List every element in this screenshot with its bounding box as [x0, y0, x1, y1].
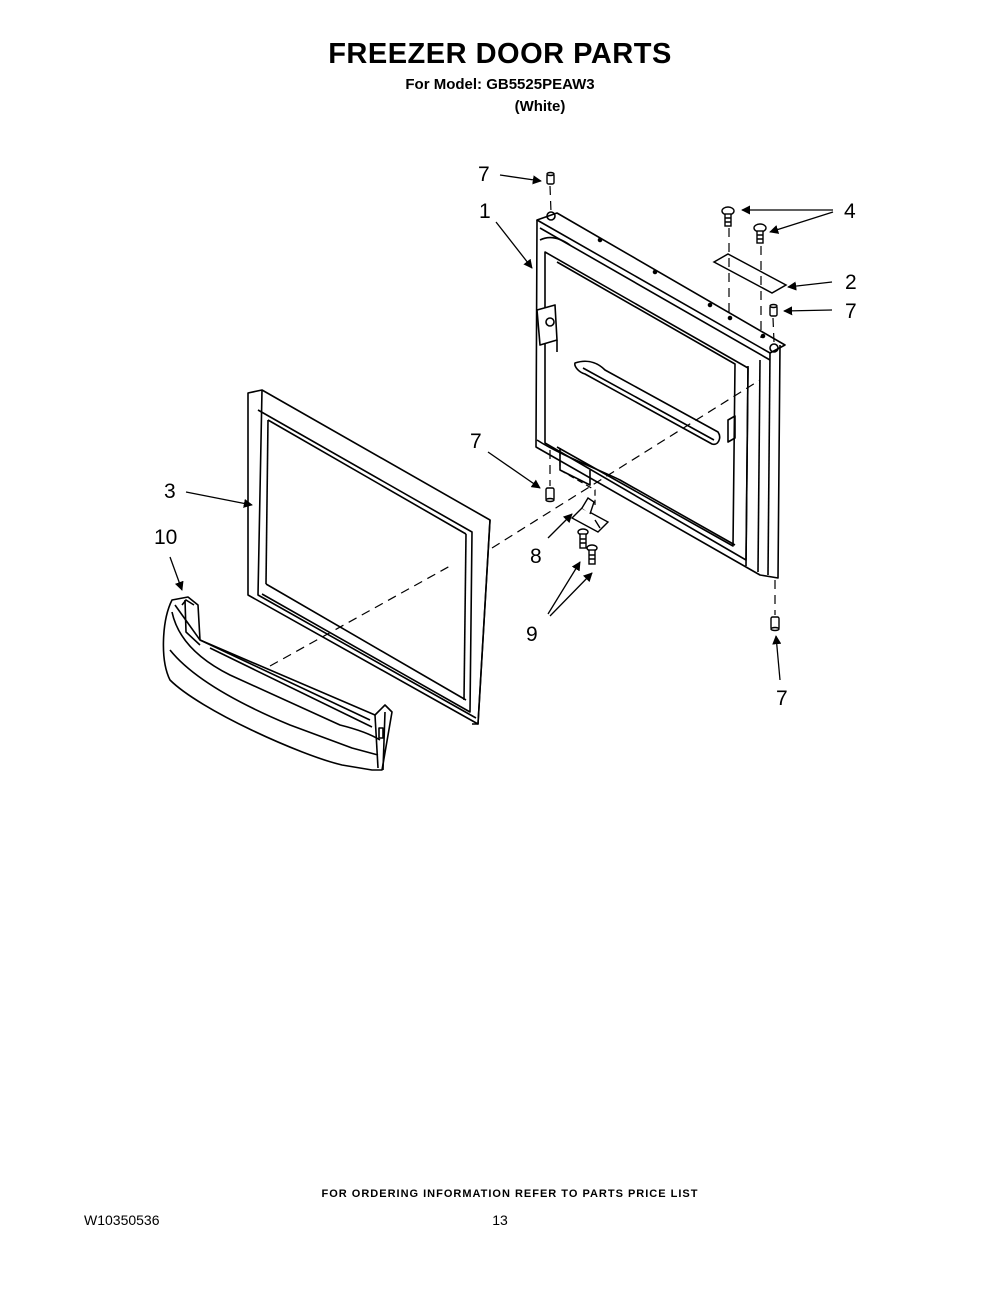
hinge-bolts-part	[577, 528, 598, 565]
callout-3: 3	[164, 480, 176, 503]
freezer-door-part	[535, 211, 786, 579]
callout-1: 1	[479, 200, 491, 223]
callout-7-right: 7	[845, 300, 857, 323]
assembly-guide-lines	[269, 185, 776, 667]
callout-7-middle: 7	[470, 430, 482, 453]
page-title: FREEZER DOOR PARTS	[328, 38, 672, 70]
page-number: 13	[492, 1212, 508, 1228]
hinge-cover-part	[712, 253, 788, 294]
hinge-screws-part	[721, 206, 767, 244]
model-subtitle: For Model: GB5525PEAW3	[405, 76, 595, 93]
door-bin-part	[162, 596, 393, 771]
bottom-hinge-part	[570, 497, 610, 533]
callout-4: 4	[844, 200, 856, 223]
door-gasket-part	[247, 389, 491, 725]
ordering-note: FOR ORDERING INFORMATION REFER TO PARTS …	[321, 1188, 699, 1200]
document-number: W10350536	[84, 1212, 160, 1228]
callout-8: 8	[530, 545, 542, 568]
callout-arrows	[169, 174, 834, 681]
callout-labels: 7 1 4 2 7 7 3 10 8 9 7	[154, 163, 857, 710]
color-subtitle: (White)	[514, 98, 566, 115]
callout-9: 9	[526, 623, 538, 646]
callout-10: 10	[154, 526, 177, 549]
callout-7-bottom: 7	[776, 687, 788, 710]
callout-7-top: 7	[478, 163, 490, 186]
hole-plugs-part	[545, 171, 780, 632]
callout-2: 2	[845, 271, 857, 294]
